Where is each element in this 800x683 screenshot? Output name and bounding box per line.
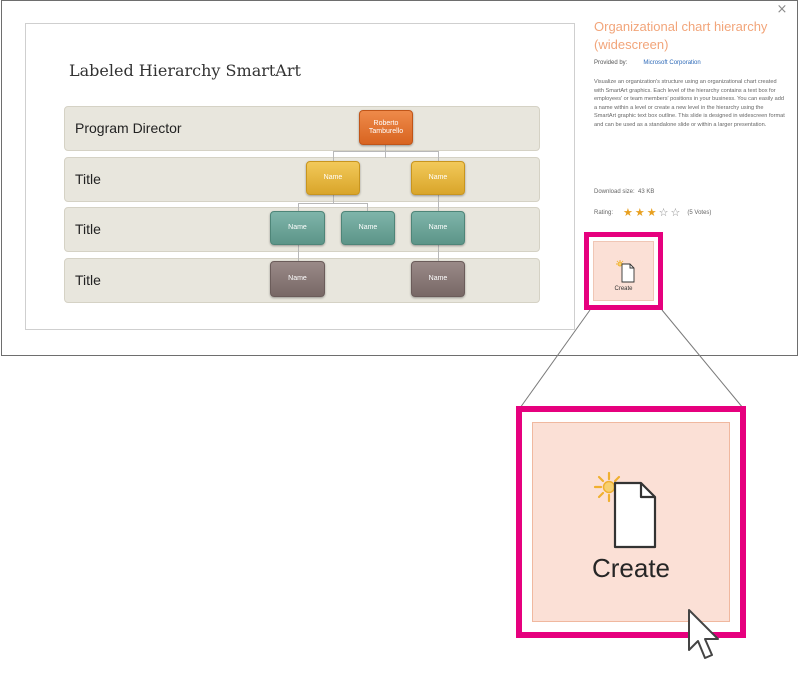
create-button[interactable]: Create — [593, 241, 654, 301]
band-level-1: Program Director — [64, 106, 540, 151]
connector — [333, 195, 334, 203]
new-document-icon — [616, 260, 635, 283]
star-filled-icon[interactable]: ★ — [646, 206, 659, 219]
connector — [367, 203, 368, 211]
create-button-zoomed[interactable]: Create — [532, 422, 730, 622]
connector — [333, 151, 334, 161]
rating-votes: (5 Votes) — [687, 209, 712, 216]
org-node: Name — [306, 161, 360, 195]
provider-link[interactable]: Microsoft Corporation — [643, 60, 701, 66]
template-title: Organizational chart hierarchy (widescre… — [594, 19, 768, 52]
download-size: Download size: 43 KB — [594, 189, 654, 195]
org-node: Name — [341, 211, 395, 245]
create-highlight-zoomed: Create — [516, 406, 746, 638]
connector — [298, 203, 368, 204]
connector — [438, 245, 439, 261]
rating: Rating: ★★★☆☆ (5 Votes) — [594, 206, 711, 219]
connector — [298, 203, 299, 211]
rating-stars[interactable]: ★★★☆☆ — [623, 206, 682, 219]
slide-preview: Labeled Hierarchy SmartArt Program Direc… — [25, 23, 575, 330]
star-filled-icon[interactable]: ★ — [623, 206, 635, 219]
star-filled-icon[interactable]: ★ — [634, 206, 647, 219]
slide-title: Labeled Hierarchy SmartArt — [69, 61, 301, 80]
org-node: Name — [411, 211, 465, 245]
provided-label: Provided by: — [594, 60, 628, 66]
provided-by: Provided by: Microsoft Corporation — [594, 60, 701, 66]
org-node: Name — [411, 161, 465, 195]
new-document-icon — [593, 471, 657, 549]
mouse-cursor-icon — [688, 609, 719, 659]
connector — [333, 151, 439, 152]
rating-label: Rating: — [594, 209, 614, 216]
band-level-2: Title — [64, 157, 540, 202]
create-label: Create — [614, 286, 633, 292]
band-label: Title — [75, 221, 101, 237]
org-node: Name — [270, 211, 325, 245]
download-label: Download size: — [594, 189, 635, 195]
band-label: Title — [75, 272, 101, 288]
org-node-top: Roberto Tamburello — [359, 110, 413, 145]
star-empty-icon[interactable]: ☆ — [658, 206, 671, 219]
create-label-zoomed: Create — [591, 553, 671, 583]
org-node: Name — [270, 261, 325, 297]
close-icon[interactable]: × — [776, 2, 788, 17]
connector — [298, 245, 299, 261]
band-label: Program Director — [75, 120, 182, 136]
create-highlight-small: Create — [584, 232, 663, 310]
org-node: Name — [411, 261, 465, 297]
download-value: 43 KB — [638, 189, 655, 195]
connector — [438, 151, 439, 161]
template-description: Visualize an organization's structure us… — [594, 79, 785, 128]
star-empty-icon[interactable]: ☆ — [670, 206, 683, 219]
band-label: Title — [75, 171, 101, 187]
connector — [438, 195, 439, 211]
